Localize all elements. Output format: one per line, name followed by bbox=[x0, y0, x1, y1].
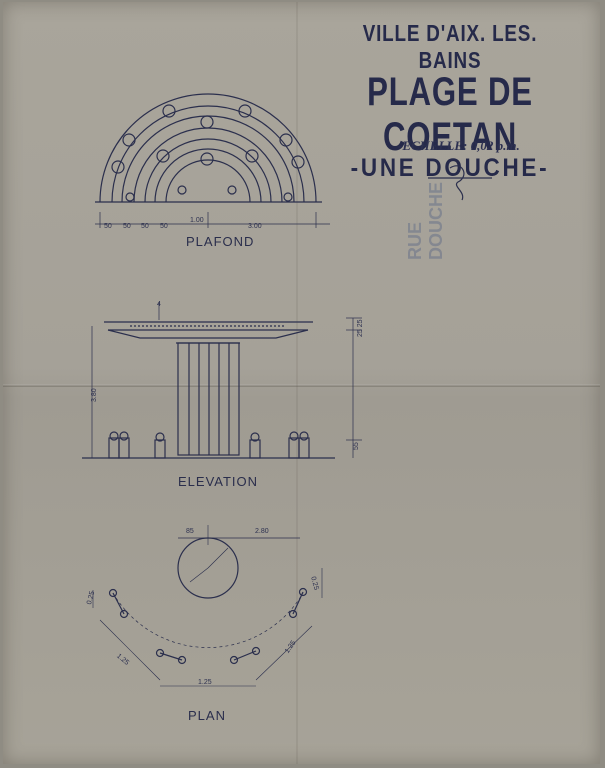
elevation-marker: 4 bbox=[157, 301, 161, 308]
elevation-top-dim: 25 25 bbox=[357, 319, 364, 337]
place-title: PLAGE DE COETAN bbox=[367, 70, 533, 159]
signature-mark bbox=[449, 165, 465, 201]
plafond-view bbox=[95, 93, 330, 228]
scale-note: -ECHELLE: 0,02 p.m. bbox=[398, 138, 520, 153]
plafond-dim-2: 50 bbox=[123, 223, 131, 230]
plafond-caption: PLAFOND bbox=[186, 234, 255, 249]
plafond-dim-6: 3.00 bbox=[248, 223, 262, 230]
plafond-dim-3: 50 bbox=[141, 223, 149, 230]
plan-left-arc-dim: 1.25 bbox=[115, 653, 130, 667]
elevation-height-dim: 3.80 bbox=[91, 388, 98, 402]
plafond-dim-5: 1.00 bbox=[190, 217, 204, 224]
title-block: VILLE D'AIX. LES. BAINS PLAGE DE COETAN … bbox=[305, 20, 595, 183]
item-title: -UNE DOUCHE- bbox=[350, 154, 550, 182]
paper-fold-horizontal bbox=[3, 384, 600, 387]
plafond-dim-1: 50 bbox=[104, 223, 112, 230]
blueprint-sheet bbox=[3, 2, 600, 764]
elevation-base-dim: 55 bbox=[353, 442, 360, 450]
plan-radius-dim: 2.80 bbox=[255, 528, 269, 535]
plan-bottom-dim: 1.25 bbox=[198, 679, 212, 686]
plan-view bbox=[92, 525, 323, 687]
plan-caption: PLAN bbox=[188, 708, 226, 723]
plan-diameter-dim: 85 bbox=[186, 528, 194, 535]
elevation-view bbox=[82, 302, 362, 459]
paper-fold-vertical bbox=[296, 2, 298, 764]
plafond-dim-4: 50 bbox=[160, 223, 168, 230]
elevation-caption: ELEVATION bbox=[178, 474, 259, 489]
city-title: VILLE D'AIX. LES. BAINS bbox=[362, 20, 538, 73]
plan-left-small-dim: 0.25 bbox=[86, 590, 96, 605]
plan-right-small-dim: 0.25 bbox=[309, 576, 319, 591]
